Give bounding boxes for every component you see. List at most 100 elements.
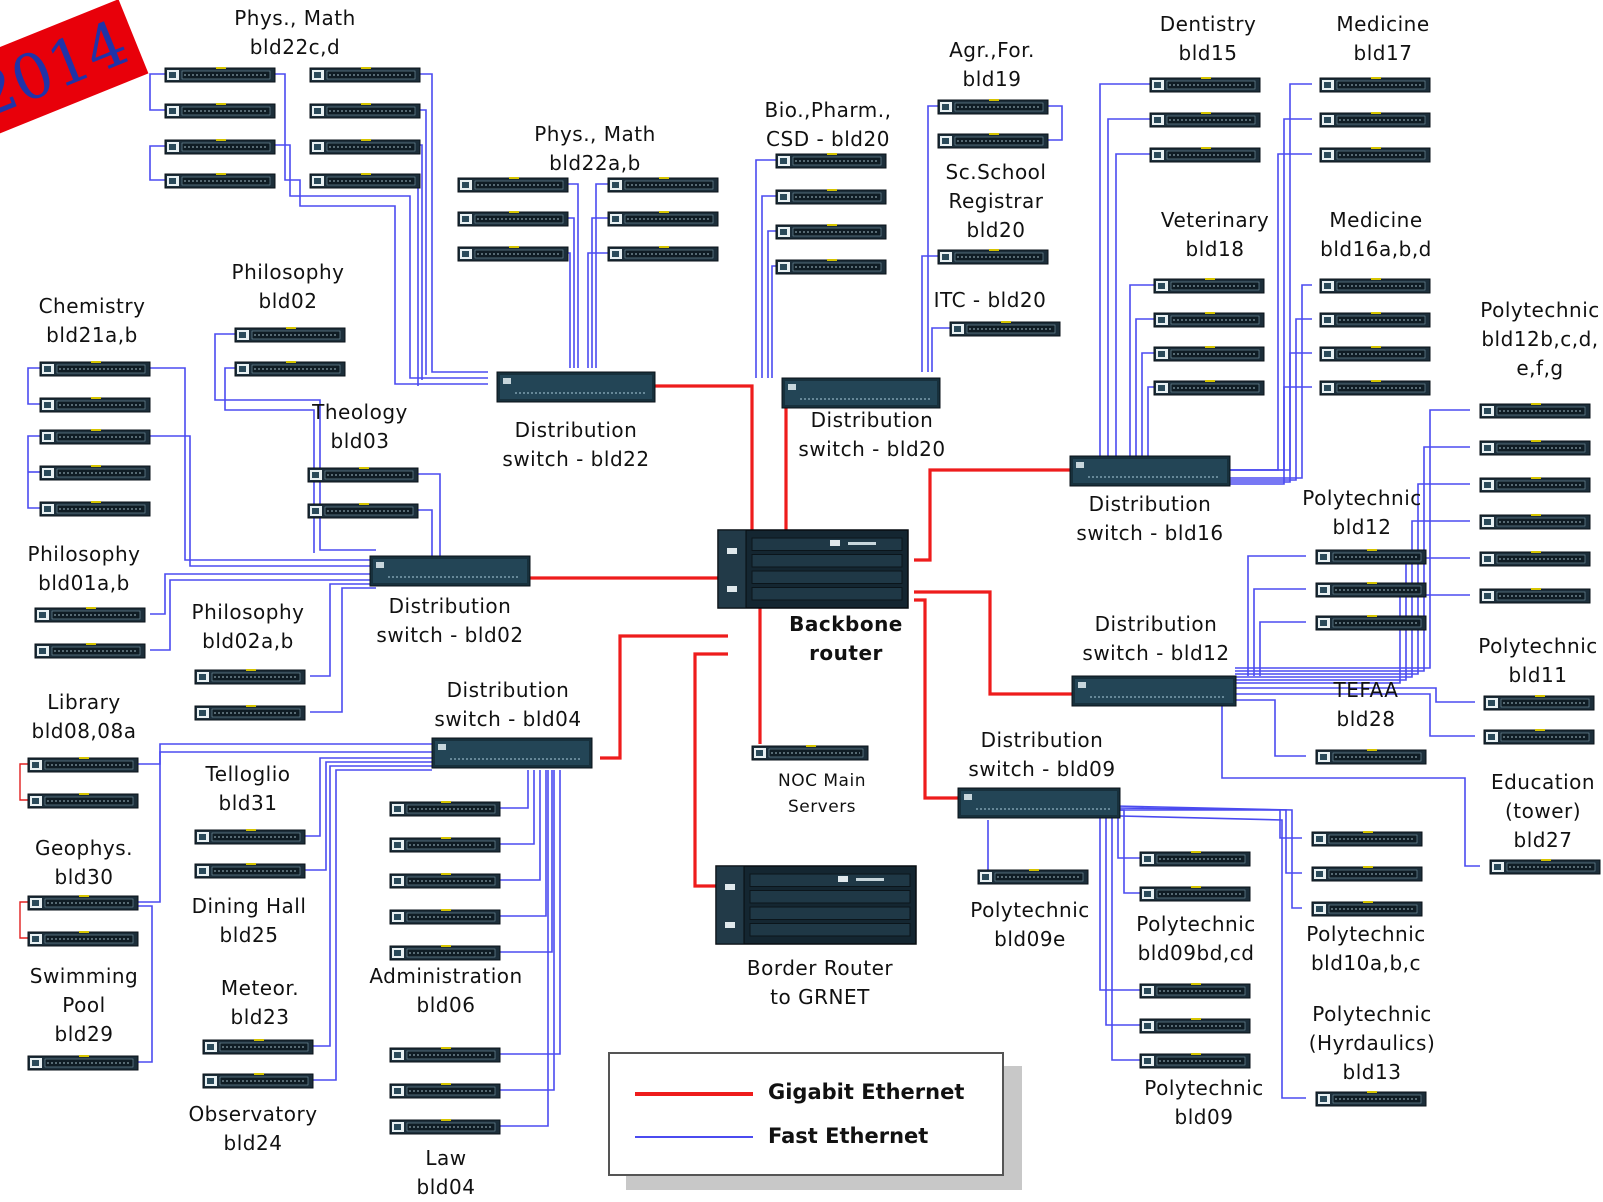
access-switch-icon bbox=[39, 429, 151, 445]
access-switch-icon bbox=[39, 361, 151, 377]
fast-link bbox=[1247, 555, 1306, 676]
access-switch-icon bbox=[1153, 312, 1265, 328]
fast-link bbox=[566, 217, 575, 368]
fast-link bbox=[500, 770, 535, 845]
fast-link bbox=[1253, 588, 1306, 676]
access-switch-icon bbox=[389, 873, 501, 889]
access-switch-icon bbox=[27, 895, 139, 911]
fast-link bbox=[1040, 105, 1063, 141]
fast-link bbox=[1230, 318, 1312, 481]
label-tefaa: TEFAA bld28 bbox=[1333, 678, 1399, 731]
fast-link bbox=[138, 905, 153, 1063]
access-switch-icon bbox=[1319, 77, 1431, 93]
access-switch-icon bbox=[389, 801, 501, 817]
access-switch-icon bbox=[27, 793, 139, 809]
access-switch-icon bbox=[1153, 346, 1265, 362]
fast-link bbox=[1259, 621, 1306, 676]
access-switch-icon bbox=[194, 829, 306, 845]
access-switch-icon bbox=[607, 211, 719, 227]
label-telloglio: Telloglio bld31 bbox=[205, 762, 291, 815]
fast-link bbox=[214, 333, 376, 551]
gigabit-link bbox=[600, 634, 728, 760]
access-switch-icon bbox=[937, 133, 1049, 149]
access-switch-icon bbox=[202, 1073, 314, 1089]
fast-link bbox=[500, 770, 549, 1127]
label-medicine16: Medicine bld16a,b,d bbox=[1320, 208, 1432, 261]
distribution-switch-bld12 bbox=[1071, 675, 1237, 707]
fast-link bbox=[1230, 386, 1312, 485]
access-switch-icon bbox=[389, 1119, 501, 1135]
label-philosophy02: Philosophy bld02 bbox=[231, 260, 345, 313]
fast-link bbox=[595, 183, 608, 368]
access-switch-icon bbox=[27, 757, 139, 773]
fast-link bbox=[566, 183, 579, 368]
fast-link bbox=[1129, 284, 1154, 462]
access-switch-icon bbox=[164, 103, 276, 119]
fast-link bbox=[149, 73, 165, 111]
fast-link bbox=[418, 473, 441, 556]
label-library: Library bld08,08a bbox=[31, 690, 137, 743]
access-switch-icon bbox=[389, 1083, 501, 1099]
access-switch-icon bbox=[1139, 1053, 1251, 1069]
label-itc: ITC - bld20 bbox=[933, 288, 1047, 312]
fast-link bbox=[1230, 153, 1312, 471]
fast-ethernet-links bbox=[27, 73, 1480, 1127]
access-switch-icon bbox=[194, 705, 306, 721]
access-switch-icon bbox=[1319, 112, 1431, 128]
devices bbox=[27, 67, 1601, 1135]
fast-link bbox=[566, 252, 571, 368]
access-switch-icon bbox=[1149, 77, 1261, 93]
label-poly09: Polytechnic bld09 bbox=[1144, 1076, 1264, 1129]
fast-link bbox=[418, 73, 488, 373]
fast-link bbox=[1235, 699, 1306, 757]
label-dist09: Distribution switch - bld09 bbox=[968, 728, 1116, 781]
fast-link bbox=[1135, 318, 1154, 462]
distribution-switch-bld22 bbox=[496, 371, 656, 403]
access-switch-icon bbox=[27, 1055, 139, 1071]
access-switch-icon bbox=[1319, 380, 1431, 396]
fast-link bbox=[1099, 814, 1140, 991]
access-switch-icon bbox=[1311, 866, 1423, 882]
fast-link bbox=[1111, 814, 1140, 1061]
access-switch-icon bbox=[234, 361, 346, 377]
access-switch-icon bbox=[309, 173, 421, 189]
fast-link bbox=[1119, 815, 1306, 1099]
access-switch-icon bbox=[1479, 551, 1591, 567]
fast-link bbox=[310, 769, 432, 1081]
access-switch-icon bbox=[775, 259, 887, 275]
access-switch-icon bbox=[775, 153, 887, 169]
access-switch-icon bbox=[1315, 749, 1427, 765]
access-switch-icon bbox=[607, 246, 719, 262]
fast-link bbox=[310, 583, 376, 677]
fast-link bbox=[500, 770, 553, 953]
fast-link bbox=[1235, 409, 1470, 669]
access-switch-icon bbox=[1149, 112, 1261, 128]
legend-gigabit-swatch bbox=[635, 1092, 753, 1096]
fast-link bbox=[767, 230, 776, 378]
fast-link bbox=[755, 159, 776, 378]
label-poly12bcd: Polytechnic bld12b,c,d, e,f,g bbox=[1480, 298, 1600, 380]
label-dist22: Distribution switch - bld22 bbox=[502, 418, 650, 471]
fast-link bbox=[1230, 83, 1312, 471]
access-switch-icon bbox=[39, 501, 151, 517]
fast-link bbox=[1114, 805, 1302, 909]
access-switch-icon bbox=[309, 139, 421, 155]
legend-fast-label: Fast Ethernet bbox=[768, 1124, 929, 1148]
access-switch-icon bbox=[1153, 278, 1265, 294]
access-switch-icon bbox=[309, 67, 421, 83]
access-switch-icon bbox=[1479, 440, 1591, 456]
distribution-switch-bld04 bbox=[431, 737, 593, 769]
access-switch-icon bbox=[39, 465, 151, 481]
label-medicine17: Medicine bld17 bbox=[1336, 12, 1430, 65]
label-theology: Theology bld03 bbox=[312, 400, 408, 453]
access-switch-icon bbox=[194, 863, 306, 879]
access-switch-icon bbox=[1139, 851, 1251, 867]
label-poly12: Polytechnic bld12 bbox=[1302, 486, 1422, 539]
fast-link bbox=[1115, 809, 1302, 839]
label-dist20: Distribution switch - bld20 bbox=[798, 408, 946, 461]
fast-link bbox=[1235, 520, 1470, 678]
fast-link bbox=[150, 435, 376, 567]
fast-link bbox=[1230, 118, 1312, 471]
access-switch-icon bbox=[1479, 514, 1591, 530]
label-philosophy02ab: Philosophy bld02a,b bbox=[191, 600, 305, 653]
